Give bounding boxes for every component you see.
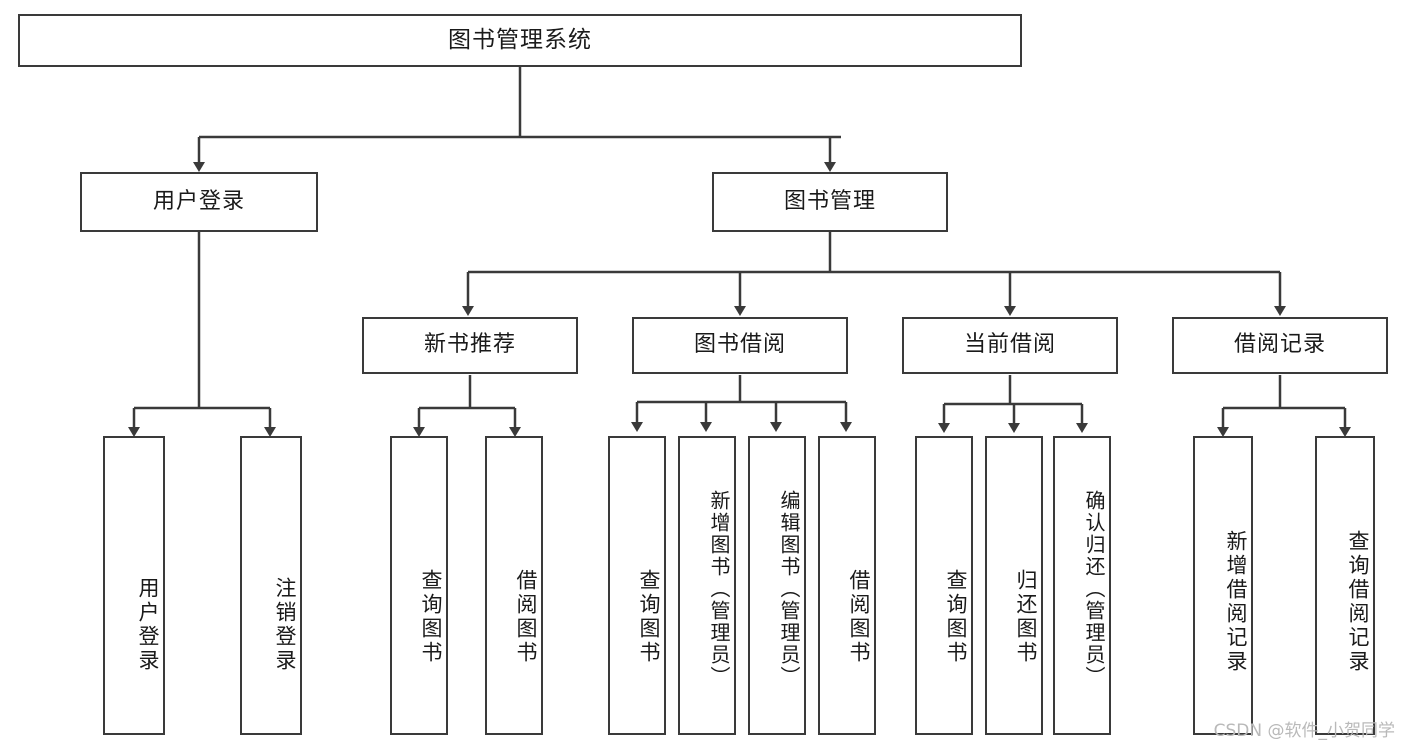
leaf-user-logout[interactable]: 注销登录 — [240, 436, 302, 735]
node-root-label: 图书管理系统 — [448, 26, 592, 53]
leaf-recommend-query-book-label: 查询图书 — [419, 568, 443, 665]
leaf-borrow-borrow-book-label: 借阅图书 — [847, 568, 871, 665]
leaf-recommend-borrow-book[interactable]: 借阅图书 — [485, 436, 543, 735]
leaf-current-query-book-label: 查询图书 — [944, 568, 968, 665]
leaf-current-query-book[interactable]: 查询图书 — [915, 436, 973, 735]
leaf-user-login[interactable]: 用户登录 — [103, 436, 165, 735]
leaf-borrow-query-book-label: 查询图书 — [637, 568, 661, 665]
node-borrow-record[interactable]: 借阅记录 — [1172, 317, 1388, 374]
node-current-borrow[interactable]: 当前借阅 — [902, 317, 1118, 374]
watermark-text: CSDN @软件_小贺同学 — [1213, 721, 1395, 741]
leaf-borrow-borrow-book[interactable]: 借阅图书 — [818, 436, 876, 735]
leaf-user-logout-label: 注销登录 — [273, 576, 297, 673]
leaf-current-return-book[interactable]: 归还图书 — [985, 436, 1043, 735]
leaf-recommend-borrow-book-label: 借阅图书 — [514, 568, 538, 665]
leaf-borrow-edit-book-label: 编辑图书（管理员） — [777, 489, 801, 688]
leaf-record-add-label: 新增借阅记录 — [1224, 529, 1248, 674]
node-book-management-label: 图书管理 — [783, 188, 876, 214]
leaf-borrow-query-book[interactable]: 查询图书 — [608, 436, 666, 735]
leaf-borrow-add-book[interactable]: 新增图书（管理员） — [678, 436, 736, 735]
leaf-user-login-label: 用户登录 — [136, 576, 160, 673]
leaf-current-confirm-return-label: 确认归还（管理员） — [1082, 489, 1106, 688]
leaf-record-query[interactable]: 查询借阅记录 — [1315, 436, 1375, 735]
node-root[interactable]: 图书管理系统 — [18, 14, 1022, 67]
leaf-current-confirm-return[interactable]: 确认归还（管理员） — [1053, 436, 1111, 735]
node-book-management[interactable]: 图书管理 — [712, 172, 948, 232]
node-user-login-label: 用户登录 — [152, 188, 245, 214]
leaf-recommend-query-book[interactable]: 查询图书 — [390, 436, 448, 735]
node-user-login[interactable]: 用户登录 — [80, 172, 318, 232]
node-borrow-record-label: 借阅记录 — [1233, 332, 1326, 358]
node-new-book-recommend[interactable]: 新书推荐 — [362, 317, 578, 374]
leaf-current-return-book-label: 归还图书 — [1014, 568, 1038, 665]
node-new-book-recommend-label: 新书推荐 — [423, 332, 516, 358]
leaf-borrow-edit-book[interactable]: 编辑图书（管理员） — [748, 436, 806, 735]
node-current-borrow-label: 当前借阅 — [963, 332, 1056, 358]
leaf-record-query-label: 查询借阅记录 — [1346, 529, 1370, 674]
node-book-borrow[interactable]: 图书借阅 — [632, 317, 848, 374]
node-book-borrow-label: 图书借阅 — [693, 332, 786, 358]
leaf-record-add[interactable]: 新增借阅记录 — [1193, 436, 1253, 735]
leaf-borrow-add-book-label: 新增图书（管理员） — [707, 489, 731, 688]
